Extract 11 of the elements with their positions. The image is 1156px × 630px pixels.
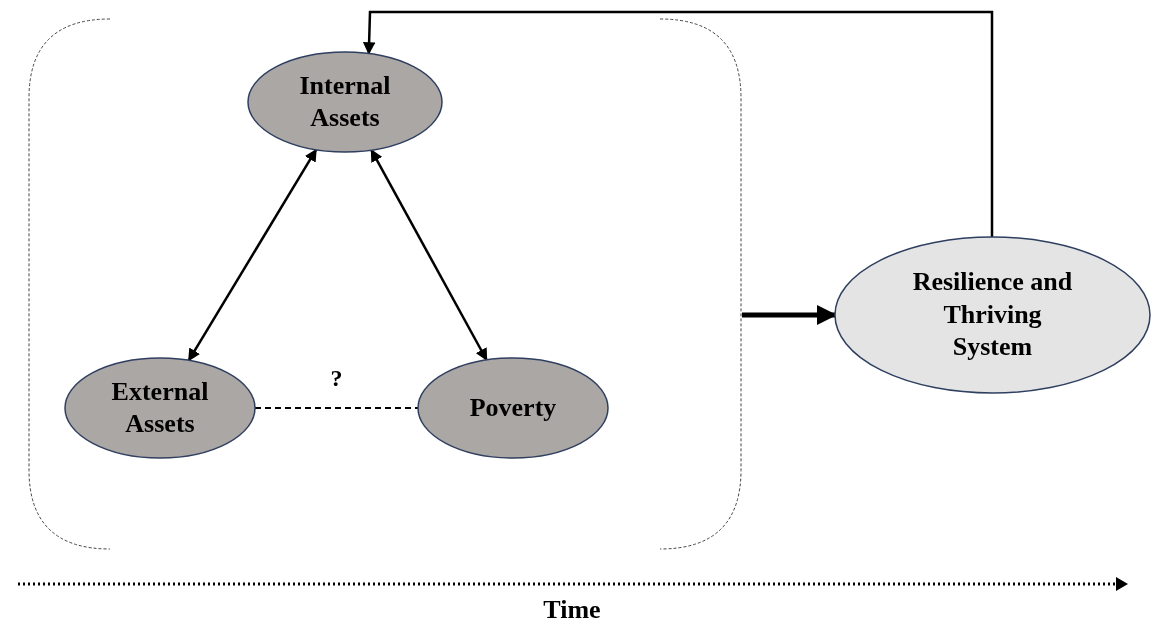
node-label: Poverty [469, 391, 557, 424]
arrow [187, 148, 318, 362]
ellipse-node [835, 237, 1150, 393]
node-label: External Assets [110, 375, 210, 440]
node-label: Internal Assets [298, 69, 392, 134]
arrow [370, 149, 488, 362]
ellipse-node [418, 358, 608, 458]
node-label: Resilience and Thriving System [911, 266, 1074, 364]
ellipse-node [65, 358, 255, 458]
axis-label: Time [543, 596, 601, 625]
ellipse-node [248, 52, 442, 152]
